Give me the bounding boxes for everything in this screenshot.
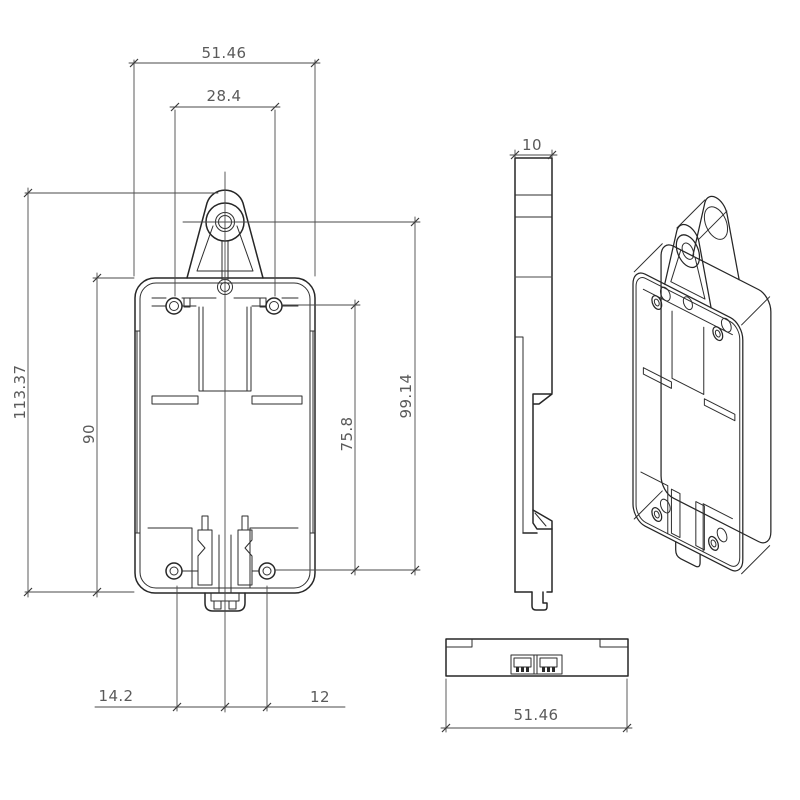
side-view <box>514 157 553 611</box>
bottom-view <box>445 638 629 677</box>
bottom-connector-right-slot <box>539 657 558 668</box>
dim-bottom-right-offset-label: 12 <box>310 688 330 706</box>
dim-bottom-left-offset-label: 14.2 <box>99 687 134 705</box>
iso-front-inner <box>636 274 740 571</box>
iso-lower-blocks <box>641 472 733 567</box>
side-outline <box>514 157 553 593</box>
dim-bottom-width-label: 51.46 <box>514 706 559 724</box>
iso-bottom-tab <box>676 542 700 569</box>
iso-shelf-right <box>704 399 735 421</box>
center-lines <box>182 171 421 713</box>
iso-center-boss <box>683 295 692 312</box>
dimension-labels: 51.46 28.4 113.37 90 75.8 99.14 14.2 12 … <box>11 44 558 724</box>
dim-top-hole-spacing-lines <box>169 106 281 297</box>
bottom-right-screw-hole <box>258 562 276 580</box>
dim-hole-span-lines <box>274 299 421 576</box>
hanger-rib <box>221 240 229 281</box>
dim-bottom-offsets-ticks <box>172 702 272 712</box>
side-bottom-tab <box>531 591 548 611</box>
dim-overall-height-label: 113.37 <box>11 365 29 420</box>
dim-side-thickness-label: 10 <box>522 136 542 154</box>
top-right-screw-hole <box>265 297 283 315</box>
bottom-tab-foot-right <box>228 600 237 610</box>
dim-top-hole-spacing-label: 28.4 <box>207 87 242 105</box>
side-lower-block <box>514 528 553 593</box>
shelf-bar-right <box>251 395 303 405</box>
iso-screw-bosses <box>652 281 731 559</box>
iso-back-hanger-boss <box>704 202 727 244</box>
dimension-lines <box>23 58 633 733</box>
bottom-connector-teeth <box>516 667 555 672</box>
spring-arm-left <box>197 529 213 586</box>
iso-back-outline <box>661 240 771 548</box>
spring-arm-right-post <box>241 515 249 531</box>
iso-hanger-hole <box>682 241 694 262</box>
iso-ledge-column <box>643 289 732 409</box>
iso-arm-right <box>696 502 705 550</box>
bottom-connector <box>510 654 563 675</box>
side-upper-hook <box>532 393 553 511</box>
iso-front-outline <box>633 268 743 576</box>
dim-body-height-label: 90 <box>80 424 98 444</box>
lower-blocks <box>147 527 299 589</box>
dim-overall-width-lines <box>128 59 321 277</box>
dim-side-thickness-ticks <box>510 150 557 160</box>
bottom-right-screw-hole-inner <box>262 566 272 576</box>
iso-depth-edges <box>634 164 769 588</box>
iso-hanger-outer <box>665 214 711 308</box>
dim-overall-height-lines <box>24 187 219 598</box>
dim-top-hole-spacing-ticks <box>170 102 280 112</box>
bottom-connector-left-slot <box>513 657 532 668</box>
central-column <box>198 306 252 392</box>
bottom-left-screw-hole <box>165 562 183 580</box>
spring-arm-left-post <box>201 515 209 531</box>
bottom-left-screw-hole-inner <box>169 566 179 576</box>
top-right-screw-hole-inner <box>269 301 279 311</box>
clip-detail-lines <box>181 534 260 594</box>
iso-shelf-left <box>643 368 671 389</box>
iso-hanger-boss <box>676 230 699 272</box>
dim-bottom-width-lines <box>440 678 633 733</box>
bottom-tab-foot-left <box>213 600 222 610</box>
side-top-lines <box>514 194 553 218</box>
iso-back-hanger <box>693 186 739 280</box>
dim-bottom-width-ticks <box>441 723 632 733</box>
dim-bottom-offsets-lines <box>94 585 346 712</box>
dim-hanger-to-holes-label: 99.14 <box>397 374 415 419</box>
side-hook-inner-line <box>534 512 547 527</box>
bottom-outline <box>445 638 629 677</box>
dim-overall-height-ticks <box>23 188 33 597</box>
dim-hanger-to-holes-ticks <box>410 217 420 575</box>
dim-overall-width-label: 51.46 <box>202 44 247 62</box>
top-left-screw-hole-inner <box>169 301 179 311</box>
isometric-view <box>633 155 771 604</box>
shelf-bar-left <box>151 395 199 405</box>
dim-body-height-lines <box>92 272 135 598</box>
spring-arm-right <box>237 529 253 586</box>
dim-overall-width-ticks <box>129 58 320 68</box>
bottom-corner-steps <box>445 638 629 648</box>
dim-hole-span-label: 75.8 <box>338 417 356 452</box>
side-slot <box>514 336 524 534</box>
front-side-steps <box>134 330 316 534</box>
ledge-tab-left <box>183 297 191 308</box>
top-left-screw-hole <box>165 297 183 315</box>
dim-hole-span-ticks <box>350 300 360 575</box>
side-lower-hook <box>532 509 553 530</box>
dim-body-height-ticks <box>92 273 102 597</box>
iso-arm-left <box>671 489 680 537</box>
